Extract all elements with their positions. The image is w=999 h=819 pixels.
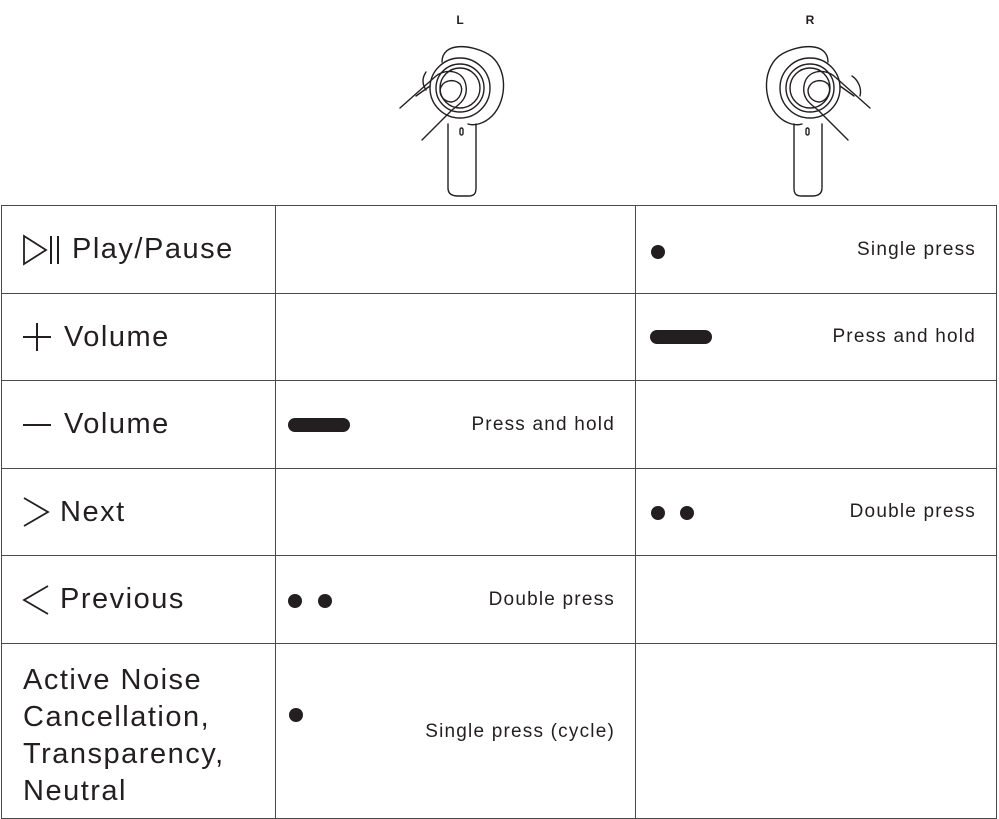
function-cell: Previous (1, 555, 276, 644)
function-label-line: Transparency, (23, 738, 225, 770)
gesture-label: Double press (849, 501, 976, 522)
table-row: Active Noise Cancellation, Transparency,… (1, 643, 997, 819)
double-press-dot (680, 506, 694, 520)
function-cell: Play/Pause (1, 205, 276, 294)
table-row: Next Double press (1, 468, 997, 556)
gesture-label: Single press (857, 238, 976, 260)
left-gesture-cell: Press and hold (275, 380, 636, 469)
left-gesture-cell (275, 468, 636, 556)
function-label-line: Active Noise (23, 664, 203, 696)
right-gesture-cell: Double press (635, 468, 997, 556)
single-press-dot (289, 708, 303, 722)
chevron-left-icon (22, 584, 50, 616)
table-row: Volume Press and hold (1, 380, 997, 469)
function-cell: Active Noise Cancellation, Transparency,… (1, 643, 276, 819)
left-earbud-label: L (456, 13, 464, 27)
right-earbud-touch-icon (765, 45, 871, 197)
table-row: Play/Pause Single press (1, 205, 997, 294)
right-gesture-cell: Single press (635, 205, 997, 294)
function-label: Previous (60, 583, 185, 615)
double-press-dot (651, 506, 665, 520)
minus-icon (22, 410, 52, 440)
left-gesture-cell (275, 205, 636, 294)
left-gesture-cell (275, 293, 636, 381)
left-earbud-touch-icon (399, 45, 505, 197)
function-label-line: Neutral (23, 775, 127, 807)
gesture-label: Single press (cycle) (425, 721, 615, 742)
chevron-right-icon (22, 496, 50, 528)
double-press-dot (318, 594, 332, 608)
right-gesture-cell (635, 555, 997, 644)
right-earbud-illustration: R (740, 0, 880, 200)
double-press-dot (288, 594, 302, 608)
gesture-label: Press and hold (471, 413, 615, 435)
function-cell: Volume (1, 293, 276, 381)
table-row: Volume Press and hold (1, 293, 997, 381)
play-pause-icon (22, 233, 64, 267)
left-gesture-cell: Double press (275, 555, 636, 644)
table-row: Previous Double press (1, 555, 997, 644)
press-hold-bar (650, 330, 712, 344)
function-label: Next (60, 495, 126, 528)
right-gesture-cell (635, 380, 997, 469)
press-hold-bar (288, 418, 350, 432)
touch-controls-table: Play/Pause Single press (1, 205, 997, 819)
single-press-dot (651, 245, 665, 259)
left-earbud-illustration: L (390, 0, 530, 200)
gesture-label: Press and hold (832, 326, 976, 347)
function-label: Volume (64, 408, 170, 440)
function-cell: Next (1, 468, 276, 556)
function-label: Volume (64, 320, 170, 353)
function-label-line: Cancellation, (23, 701, 211, 733)
right-gesture-cell (635, 643, 997, 819)
right-earbud-label: R (805, 13, 815, 27)
function-cell: Volume (1, 380, 276, 469)
left-gesture-cell: Single press (cycle) (275, 643, 636, 819)
function-label-multiline: Active Noise Cancellation, Transparency,… (2, 644, 275, 810)
function-label: Play/Pause (72, 233, 234, 265)
gesture-label: Double press (488, 588, 615, 610)
right-gesture-cell: Press and hold (635, 293, 997, 381)
plus-icon (22, 322, 52, 352)
